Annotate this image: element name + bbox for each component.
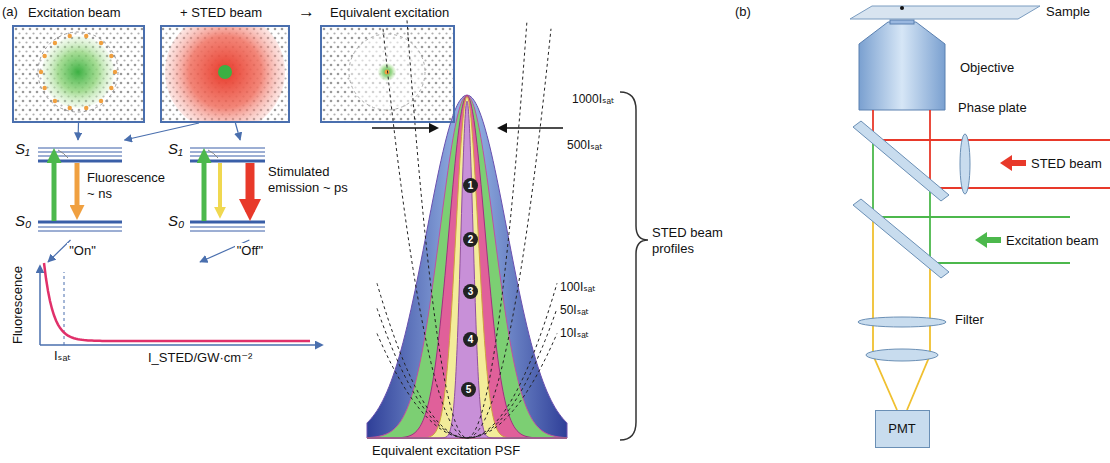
- pointer-arrow: [125, 123, 200, 140]
- node-text: S₀: [15, 212, 31, 230]
- state-label: "On": [67, 243, 98, 259]
- callout-number: 1: [463, 178, 478, 193]
- node-text: PMT: [888, 421, 915, 437]
- detector-box: PMT: [875, 410, 930, 448]
- bracket-label: STED beam profiles: [652, 225, 740, 256]
- node-text: S₁: [168, 140, 183, 158]
- intensity-label: 1000Iₛₐₜ: [572, 92, 615, 106]
- pointer-arrow: [77, 123, 79, 140]
- panel-heading: Excitation beam: [28, 5, 121, 21]
- part-label: Sample: [1046, 4, 1090, 20]
- energy-diagram: S₁ S₀ Stimulated emission ~ ps: [168, 140, 353, 240]
- state-label: "Off": [235, 243, 265, 259]
- part-label: Objective: [960, 60, 1014, 76]
- node-text: S₁: [15, 140, 30, 158]
- panel-letter: (a): [2, 4, 18, 20]
- intensity-label: 100Iₛₐₜ: [560, 280, 596, 294]
- part-label: STED beam: [1031, 156, 1102, 172]
- beam-panel: + STED beam: [160, 25, 290, 123]
- intensity-label: 10Iₛₐₜ: [560, 326, 589, 340]
- callout-number: 5: [461, 382, 476, 397]
- callout-number: 4: [463, 332, 478, 347]
- axis-caption: Equivalent excitation PSF: [372, 443, 520, 459]
- intensity-label: 500Iₛₐₜ: [567, 138, 603, 152]
- fluorescence-plot: FluorescenceIₛₐₜ I_STED/GW·cm⁻²: [8, 262, 328, 370]
- callout-number: 3: [463, 284, 478, 299]
- node-text: Fluorescence: [10, 266, 26, 344]
- flow-arrow: →: [298, 2, 315, 22]
- part-label: Phase plate: [958, 100, 1027, 116]
- node-text: I_STED/GW·cm⁻²: [148, 350, 252, 366]
- node-text: Stimulated emission ~ ps: [268, 164, 350, 195]
- part-label: Filter: [955, 312, 984, 328]
- panel-letter: (b): [735, 4, 751, 20]
- intensity-label: 50Iₛₐₜ: [560, 303, 589, 317]
- energy-diagram: S₁ S₀ Fluorescence ~ ns: [15, 140, 165, 240]
- pointer-arrow: [235, 123, 240, 140]
- node-text: S₀: [168, 212, 184, 230]
- beam-panel: Excitation beam: [12, 25, 145, 123]
- beam-panel: Equivalent excitation: [320, 25, 455, 123]
- panel-heading: Equivalent excitation: [330, 5, 449, 21]
- part-label: Excitation beam: [1006, 233, 1099, 249]
- panel-heading: + STED beam: [180, 5, 262, 21]
- node-text: Fluorescence ~ ns: [87, 170, 165, 201]
- node-text: Iₛₐₜ: [54, 348, 71, 364]
- callout-number: 2: [463, 232, 478, 247]
